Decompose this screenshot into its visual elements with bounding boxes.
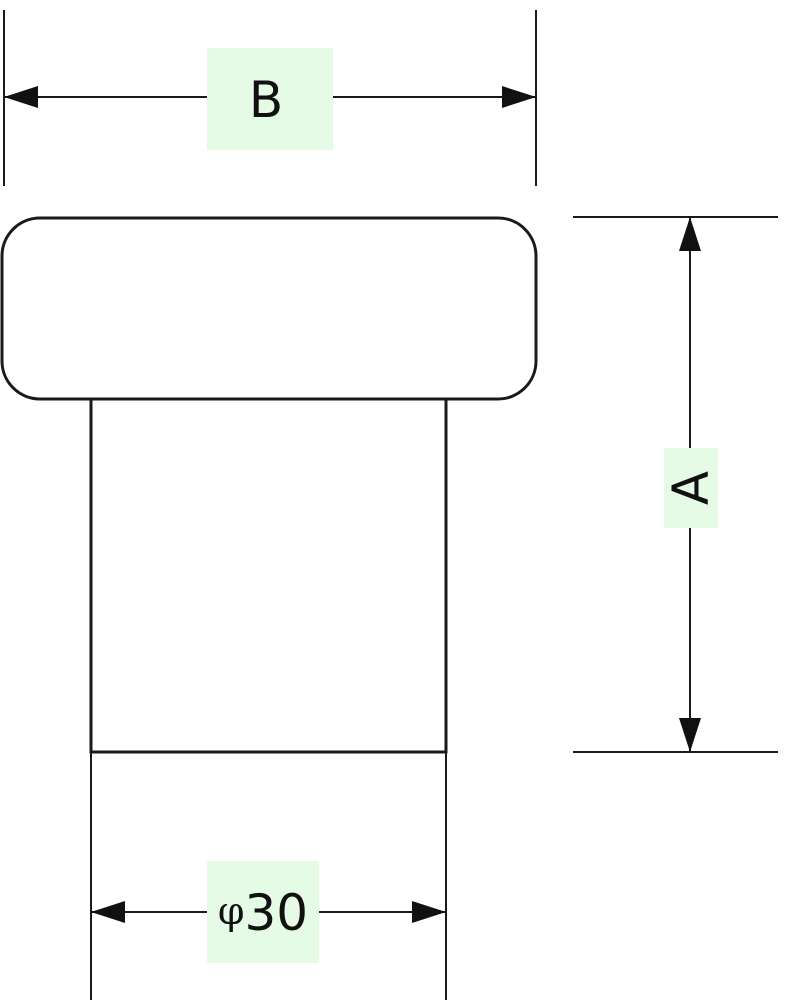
width-dimension: B	[3, 10, 537, 186]
diameter-label: φ30	[218, 884, 308, 942]
diameter-dimension: φ30	[90, 752, 447, 1000]
diameter-symbol: φ	[218, 889, 245, 933]
part-head	[0, 216, 538, 401]
part-outline	[0, 216, 538, 754]
width-arrow-left	[4, 86, 38, 108]
height-label-background	[664, 448, 718, 528]
width-label-background	[207, 48, 333, 150]
part-shank	[89, 397, 448, 754]
width-label: B	[249, 71, 283, 129]
diameter-label-background	[207, 861, 319, 963]
width-arrow-right	[502, 86, 536, 108]
height-dimension: A	[573, 216, 778, 753]
height-arrow-bottom	[679, 718, 701, 752]
diameter-value: 30	[244, 884, 308, 942]
diameter-arrow-right	[412, 901, 446, 923]
diameter-arrow-left	[91, 901, 125, 923]
height-label: A	[662, 471, 720, 505]
height-arrow-top	[679, 217, 701, 251]
